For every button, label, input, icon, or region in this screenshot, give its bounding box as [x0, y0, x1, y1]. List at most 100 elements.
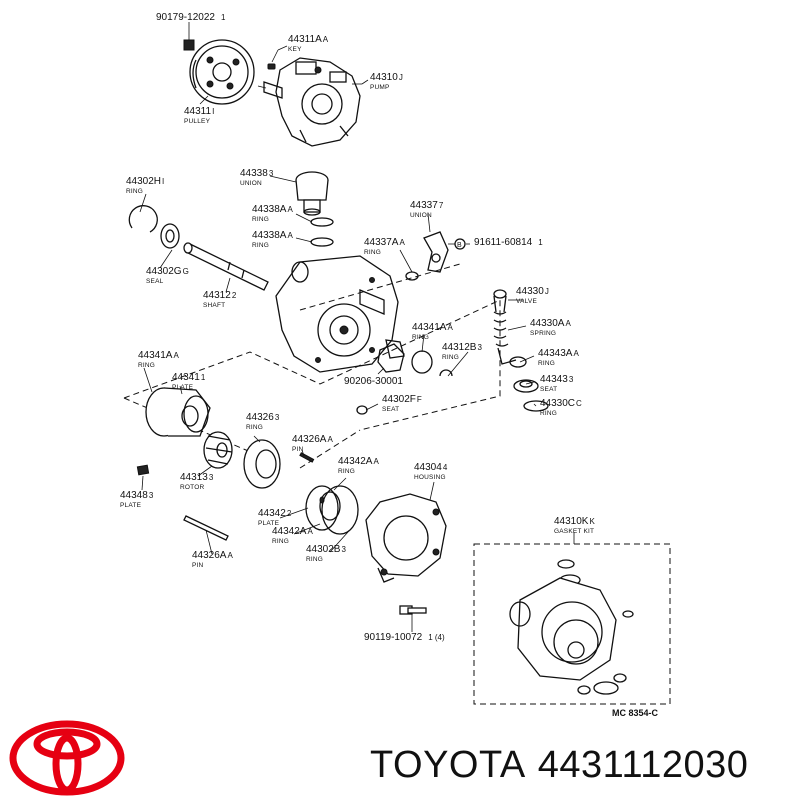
- callout-name-pulley: PULLEY: [184, 118, 211, 125]
- callout-name-ring-338a-1: RING: [252, 216, 269, 223]
- callout-name-ring-341a-r: RING: [412, 334, 429, 341]
- callout-name-housing: HOUSING: [414, 474, 446, 481]
- figure-code: MC 8354-C: [612, 708, 659, 718]
- valve-spring-drawing: [493, 289, 549, 412]
- callout-ring-312b: 44312B3: [442, 342, 482, 353]
- callout-name-union: UNION: [240, 180, 262, 187]
- callout-plate-342: 443422: [258, 508, 292, 519]
- callout-housing: 443044: [414, 462, 448, 473]
- callout-name-plate-341: PLATE: [172, 384, 194, 391]
- ring-small-drawing: [411, 350, 433, 374]
- callout-ring-338a-2: 44338AA: [252, 230, 293, 241]
- callout-ring-341a-r: 44341AA: [412, 322, 453, 333]
- rotor-drawing: [203, 431, 233, 469]
- top-bolt-drawing: [183, 30, 195, 51]
- snap-ring-drawing: [128, 205, 158, 233]
- callout-name-ring-342a: RING: [338, 468, 355, 475]
- callout-name-pin-326a: PIN: [292, 446, 304, 453]
- callout-name-ring-302b: RING: [306, 556, 323, 563]
- callout-name-seat-302f: SEAT: [382, 406, 399, 413]
- callout-key: 44311AA: [288, 34, 329, 45]
- callout-name-seat-343: SEAT: [540, 386, 557, 393]
- callout-part-90206: 90206-30001: [344, 376, 403, 387]
- gasket-plate-drawing: [377, 343, 405, 373]
- callout-gasket-kit: 44310KK: [554, 516, 595, 527]
- callout-rotor: 443133: [180, 472, 214, 483]
- callout-spring: 44330AA: [530, 318, 571, 329]
- callout-union: 443383: [240, 168, 274, 179]
- callout-valve: 44330J: [516, 286, 549, 297]
- callout-ring-302b: 44302B3: [306, 544, 346, 555]
- toyota-logo-icon: [9, 720, 125, 796]
- shaft-drawing: [183, 242, 269, 291]
- callout-name-ring-342a-b: RING: [272, 538, 289, 545]
- callout-pin-326a-b: 44326AA: [192, 550, 233, 561]
- seal-drawing: [160, 223, 180, 249]
- callout-name-ring-h: RING: [126, 188, 143, 195]
- callout-ring-326: 443263: [246, 412, 280, 423]
- callout-name-ring-312b: RING: [442, 354, 459, 361]
- callout-name-ring-338a-2: RING: [252, 242, 269, 249]
- callout-ring-341a-l: 44341AA: [138, 350, 179, 361]
- callout-name-ring-343a: RING: [538, 360, 555, 367]
- plate-348-drawing: [136, 464, 150, 476]
- callout-shaft: 443122: [203, 290, 237, 301]
- union-elbow-drawing: B: [405, 231, 466, 281]
- callout-name-ring-341a-l: RING: [138, 362, 155, 369]
- cam-ring-drawing: [145, 387, 211, 437]
- callout-plate-348: 443483: [120, 490, 154, 501]
- callout-name-shaft: SHAFT: [203, 302, 225, 309]
- callout-name-pump: PUMP: [370, 84, 390, 91]
- callout-name-rotor: ROTOR: [180, 484, 204, 491]
- callout-union-7: 443377: [410, 200, 444, 211]
- housing-drawing: [365, 493, 447, 583]
- callout-name-spring: SPRING: [530, 330, 556, 337]
- pump-assembly-drawing: [257, 57, 362, 147]
- key-drawing: [267, 49, 279, 70]
- callout-seal: 44302GG: [146, 266, 189, 277]
- callout-name-plate-348: PLATE: [120, 502, 142, 509]
- pin-small-drawing: [299, 452, 315, 463]
- callout-name-key: KEY: [288, 46, 302, 53]
- callout-ring-330c: 44330CC: [540, 398, 582, 409]
- union-drawing: [295, 171, 334, 247]
- main-body-drawing: [275, 255, 405, 373]
- callout-ring-h: 44302HI: [126, 176, 164, 187]
- callout-ring-342a-b: 44342AA: [272, 526, 313, 537]
- callout-seat-343: 443433: [540, 374, 574, 385]
- brand-title: TOYOTA 4431112030: [370, 744, 760, 787]
- ring-312b-drawing: [439, 369, 453, 377]
- pin-long-drawing: [183, 515, 229, 541]
- seat-302f-drawing: [356, 405, 368, 415]
- brand-name: TOYOTA: [370, 744, 526, 786]
- callout-pump: 44310J: [370, 72, 403, 83]
- callout-ring-342a: 44342AA: [338, 456, 379, 467]
- callout-name-ring-337a: RING: [364, 249, 381, 256]
- callout-ring-337a: 44337AA: [364, 237, 405, 248]
- callout-name-valve: VALVE: [516, 298, 537, 305]
- callout-pulley: 44311I: [184, 106, 214, 117]
- callout-name-gasket-kit: GASKET KIT: [554, 528, 594, 535]
- callout-ring-338a-1: 44338AA: [252, 204, 293, 215]
- part-number: 4431112030: [537, 744, 749, 786]
- bolt-90119-drawing: [399, 605, 427, 626]
- svg-text:B: B: [457, 242, 462, 249]
- callout-name-ring-330c: RING: [540, 410, 557, 417]
- callout-name-plate-342: PLATE: [258, 520, 280, 527]
- callout-ring-343a: 44343AA: [538, 348, 579, 359]
- callout-name-union-7: UNION: [410, 212, 432, 219]
- plate-342-drawing: [305, 485, 359, 535]
- pulley-drawing: [189, 39, 255, 105]
- ring-326-drawing: [243, 439, 281, 489]
- brand-row: TOYOTA 4431112030: [0, 712, 800, 800]
- callout-name-pin-326a-b: PIN: [192, 562, 204, 569]
- gasket-kit-box: [473, 543, 671, 705]
- callout-name-ring-326: RING: [246, 424, 263, 431]
- callout-seat-302f: 44302FF: [382, 394, 422, 405]
- leader-lines: [139, 22, 575, 632]
